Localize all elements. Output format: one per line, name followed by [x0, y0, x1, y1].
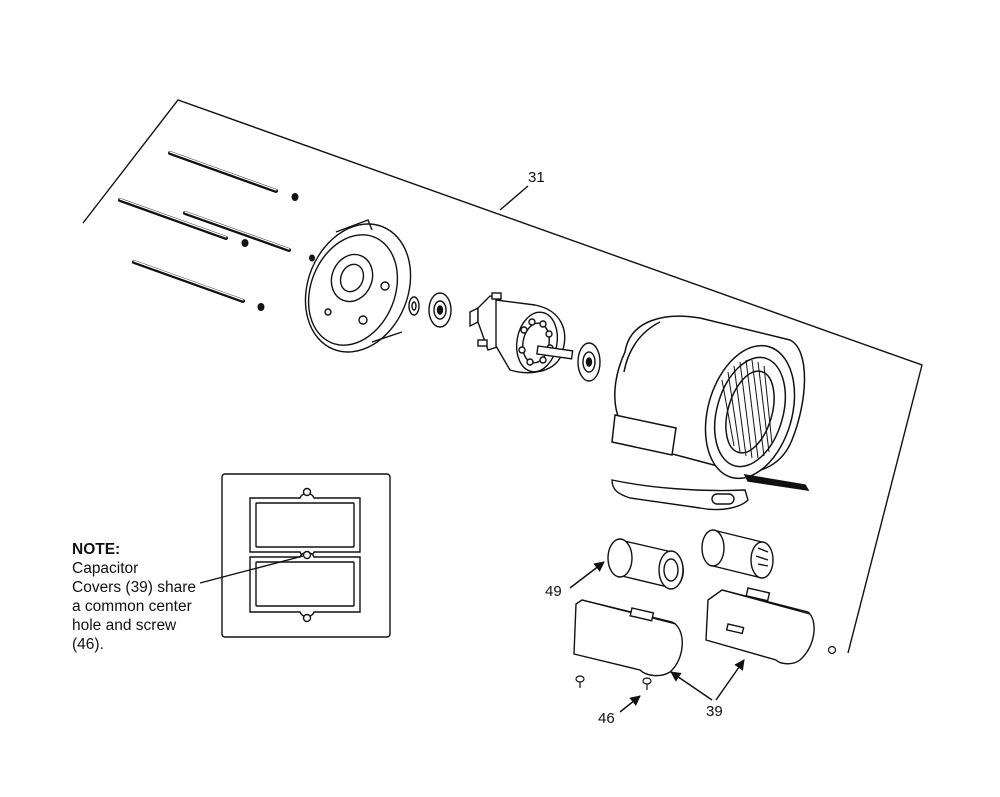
end-bell [304, 219, 412, 353]
bolt-highlights [119, 151, 290, 301]
bolt-nuts [241, 193, 315, 311]
rear-bearing [577, 342, 601, 382]
rotor [469, 292, 574, 374]
callout-screw: 46 [598, 710, 615, 727]
capacitor-cover-left [573, 599, 683, 677]
note-title: NOTE: [72, 541, 121, 558]
leader-arrows [569, 561, 745, 713]
assembly-bracket [82, 99, 923, 654]
front-bearing [428, 292, 452, 328]
cover-detail-inset [221, 473, 391, 638]
through-bolts [118, 151, 291, 303]
screws [575, 645, 837, 690]
note-block: NOTE: Capacitor Covers (39) share a comm… [72, 540, 222, 654]
note-line: a common center [72, 598, 192, 615]
stator-windings [721, 359, 773, 459]
callout-assembly: 31 [528, 169, 545, 186]
note-line: Covers (39) share [72, 579, 197, 596]
stator-housing [611, 315, 810, 491]
note-leader-line [199, 555, 304, 584]
note-line: (46). [72, 636, 104, 653]
front-washer [408, 296, 420, 316]
note-line: Capacitor [72, 560, 139, 577]
callout-capacitor: 49 [545, 583, 562, 600]
capacitor-cover-right [705, 587, 815, 665]
callout-cover: 39 [706, 703, 723, 720]
capacitor-bracket [611, 479, 749, 511]
capacitor-left [607, 538, 684, 590]
capacitor-right [701, 529, 774, 579]
note-line: hole and screw [72, 617, 177, 634]
